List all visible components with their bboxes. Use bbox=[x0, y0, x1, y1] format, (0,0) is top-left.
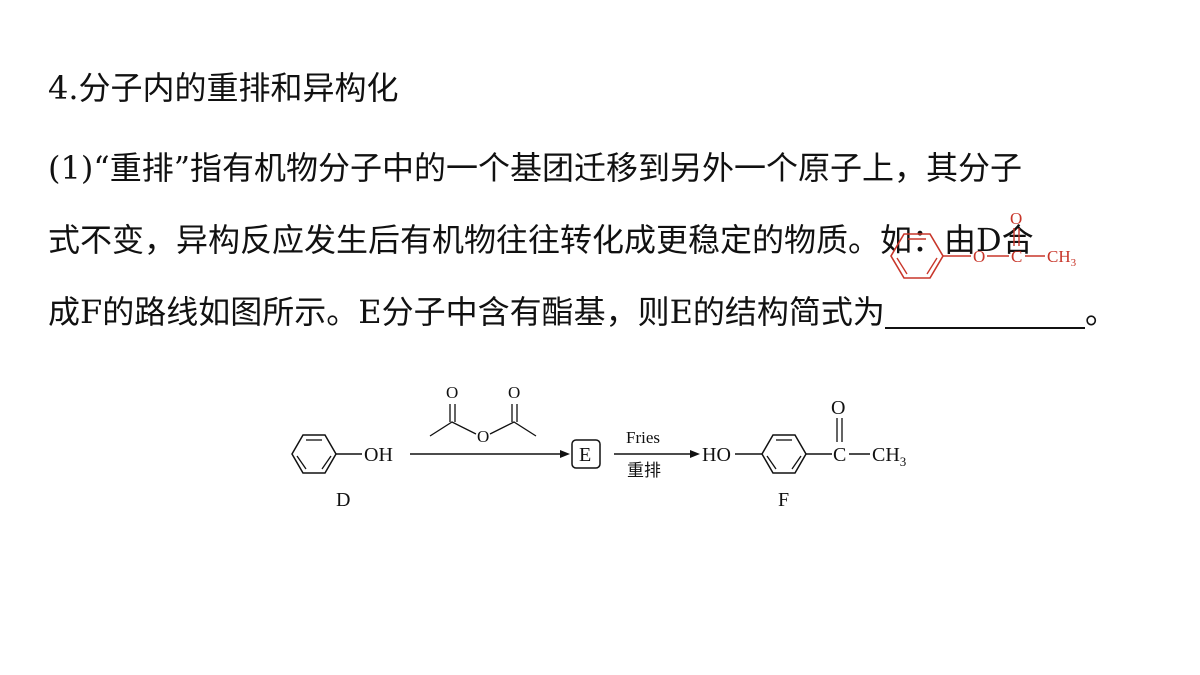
reaction-scheme: OH D O O O E Fries 重排 HO bbox=[291, 383, 906, 511]
reagent-oxygen-1: O bbox=[446, 383, 458, 402]
section-heading: 4.分子内的重排和异构化 bbox=[48, 69, 399, 107]
compound-d: OH D bbox=[291, 434, 393, 511]
answer-methyl: CH3 bbox=[1047, 247, 1077, 269]
answer-ring-double-3 bbox=[896, 257, 908, 275]
d-hydroxyl: OH bbox=[364, 444, 393, 466]
compound-e-box bbox=[571, 439, 601, 469]
answer-structure-e: O C O CH3 bbox=[890, 209, 1077, 279]
d-label: D bbox=[336, 489, 350, 511]
reagent-oxygen-2: O bbox=[508, 383, 520, 402]
compound-f: HO C O CH3 F bbox=[702, 397, 906, 511]
f-ring-double-3 bbox=[766, 455, 777, 470]
answer-ester-oxygen: O bbox=[973, 247, 985, 266]
f-label: F bbox=[778, 489, 789, 511]
answer-carbonyl-oxygen: O bbox=[1010, 209, 1022, 228]
condition-rearrangement: 重排 bbox=[627, 461, 661, 481]
answer-benzene-ring bbox=[890, 233, 944, 279]
reagent-acetic-anhydride: O O O bbox=[429, 383, 537, 446]
f-carbonyl-carbon: C bbox=[833, 444, 846, 466]
d-ring-double-2 bbox=[321, 455, 332, 470]
arrow-2-head bbox=[690, 450, 700, 458]
condition-fries: Fries bbox=[626, 428, 660, 447]
reagent-oxygen-bridge: O bbox=[477, 427, 489, 446]
reagent-chain-right bbox=[489, 421, 537, 437]
question-paragraph: (1)“重排”指有机物分子中的一个基团迁移到另外一个原子上，其分子 式不变，异构… bbox=[48, 132, 1168, 348]
f-ring-double-2 bbox=[791, 455, 802, 470]
d-benzene-ring bbox=[291, 434, 337, 474]
paragraph-line-2: 式不变，异构反应发生后有机物往往转化成更稳定的物质。如：由D合 bbox=[48, 221, 1034, 259]
f-carbonyl-oxygen: O bbox=[831, 397, 845, 419]
reagent-chain-left bbox=[429, 421, 477, 437]
paragraph-line-3: 成F的路线如图所示。E分子中含有酯基，则E的结构简式为 O C O bbox=[48, 209, 1168, 348]
answer-ring-double-2 bbox=[926, 257, 938, 275]
d-ring-double-3 bbox=[296, 455, 307, 470]
arrow-1-head bbox=[560, 450, 570, 458]
f-hydroxyl: HO bbox=[702, 444, 731, 466]
f-benzene-ring bbox=[761, 434, 807, 474]
paragraph-line-3-text: 成F的路线如图所示。E分子中含有酯基，则E的结构简式为 bbox=[48, 293, 885, 331]
answer-blank bbox=[884, 291, 1085, 329]
f-methyl: CH3 bbox=[872, 444, 906, 469]
answer-carbonyl-carbon: C bbox=[1011, 247, 1022, 266]
paragraph-line-1: (1)“重排”指有机物分子中的一个基团迁移到另外一个原子上，其分子 bbox=[48, 149, 1023, 187]
paragraph-line-3-end: 。 bbox=[1084, 293, 1117, 331]
compound-e-label: E bbox=[579, 444, 591, 466]
answer-blank-wrap: O C O CH3 bbox=[884, 209, 1085, 348]
